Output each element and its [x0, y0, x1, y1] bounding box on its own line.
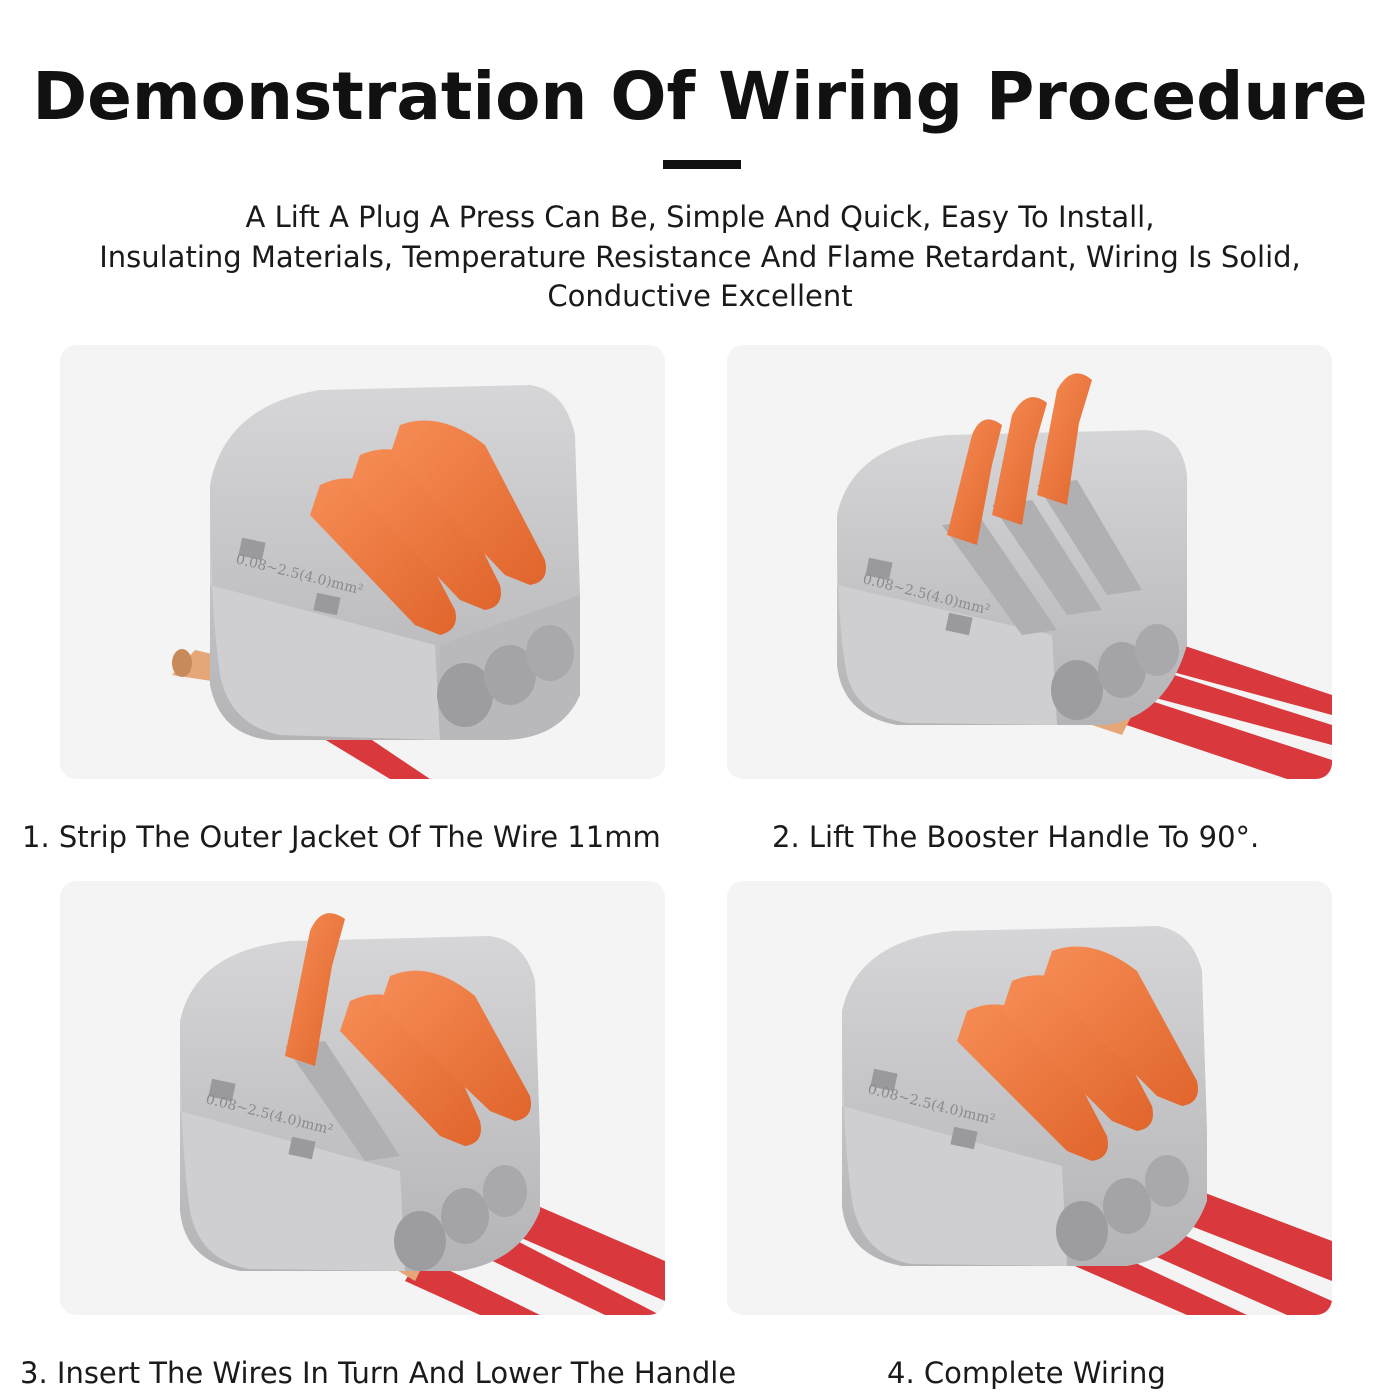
subtitle-line-2: Insulating Materials, Temperature Resist… — [99, 240, 1301, 274]
step-4-image: 0.08~2.5(4.0)mm² — [727, 881, 1332, 1315]
subtitle-line-1: A Lift A Plug A Press Can Be, Simple And… — [245, 200, 1155, 234]
step-2-image: 0.08~2.5(4.0)mm² — [727, 345, 1332, 779]
step-4-caption: 4. Complete Wiring — [887, 1356, 1166, 1390]
connector-lifted-levers-icon: 0.08~2.5(4.0)mm² — [837, 373, 1332, 779]
connector-stripped-wire-icon: 0.08~2.5(4.0)mm² — [172, 385, 580, 779]
step-1-caption: 1. Strip The Outer Jacket Of The Wire 11… — [22, 820, 661, 854]
step-3-caption: 3. Insert The Wires In Turn And Lower Th… — [20, 1356, 737, 1390]
step-2-caption: 2. Lift The Booster Handle To 90°. — [772, 820, 1260, 854]
connector-inserting-wires-icon: 0.08~2.5(4.0)mm² — [180, 913, 665, 1315]
subtitle-line-3: Conductive Excellent — [547, 279, 853, 313]
step-3-image: 0.08~2.5(4.0)mm² — [60, 881, 665, 1315]
step-1-image: 0.08~2.5(4.0)mm² — [60, 345, 665, 779]
title-underline — [663, 160, 741, 169]
connector-complete-icon: 0.08~2.5(4.0)mm² — [842, 926, 1332, 1315]
page-title: Demonstration Of Wiring Procedure — [32, 58, 1368, 135]
